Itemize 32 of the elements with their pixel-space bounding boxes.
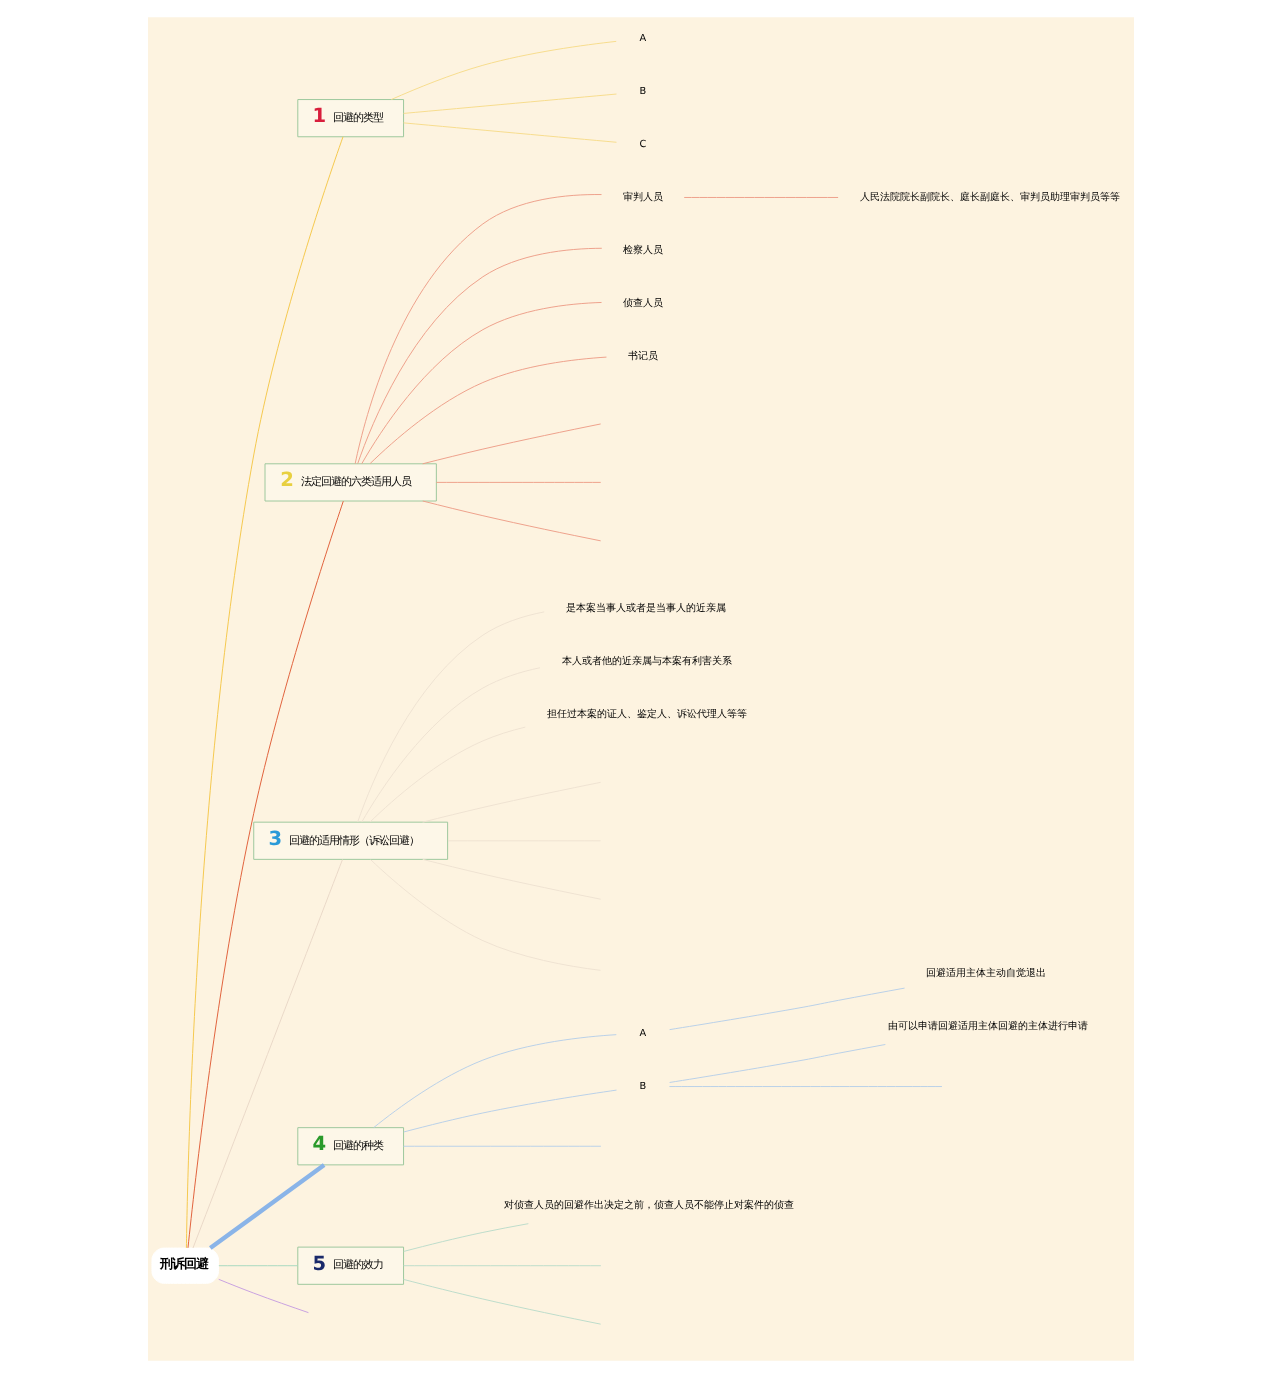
connector [668,1044,885,1083]
connector [186,500,343,1249]
connector [421,423,601,465]
connector [667,1086,942,1087]
connector [217,1265,298,1267]
connector [208,1163,325,1250]
connector [402,1089,616,1133]
connector [356,611,544,823]
connector [369,859,600,971]
connector [402,1223,528,1252]
connector [360,667,540,823]
connector [368,356,606,464]
connector [217,1278,308,1314]
connector [402,122,616,143]
connector [421,500,601,542]
connector [368,726,525,823]
connector [191,859,342,1249]
connector [434,481,601,483]
connector [421,781,601,823]
connector [389,40,616,100]
connector [421,858,601,900]
connector [372,1034,616,1129]
connector [402,93,616,114]
connector [356,247,602,465]
connector [402,1278,601,1325]
connector [353,194,601,465]
connector [402,1145,601,1147]
connector [184,136,343,1249]
connector [682,197,838,198]
connector [360,301,602,465]
connector [668,987,905,1031]
connector [402,1265,601,1267]
